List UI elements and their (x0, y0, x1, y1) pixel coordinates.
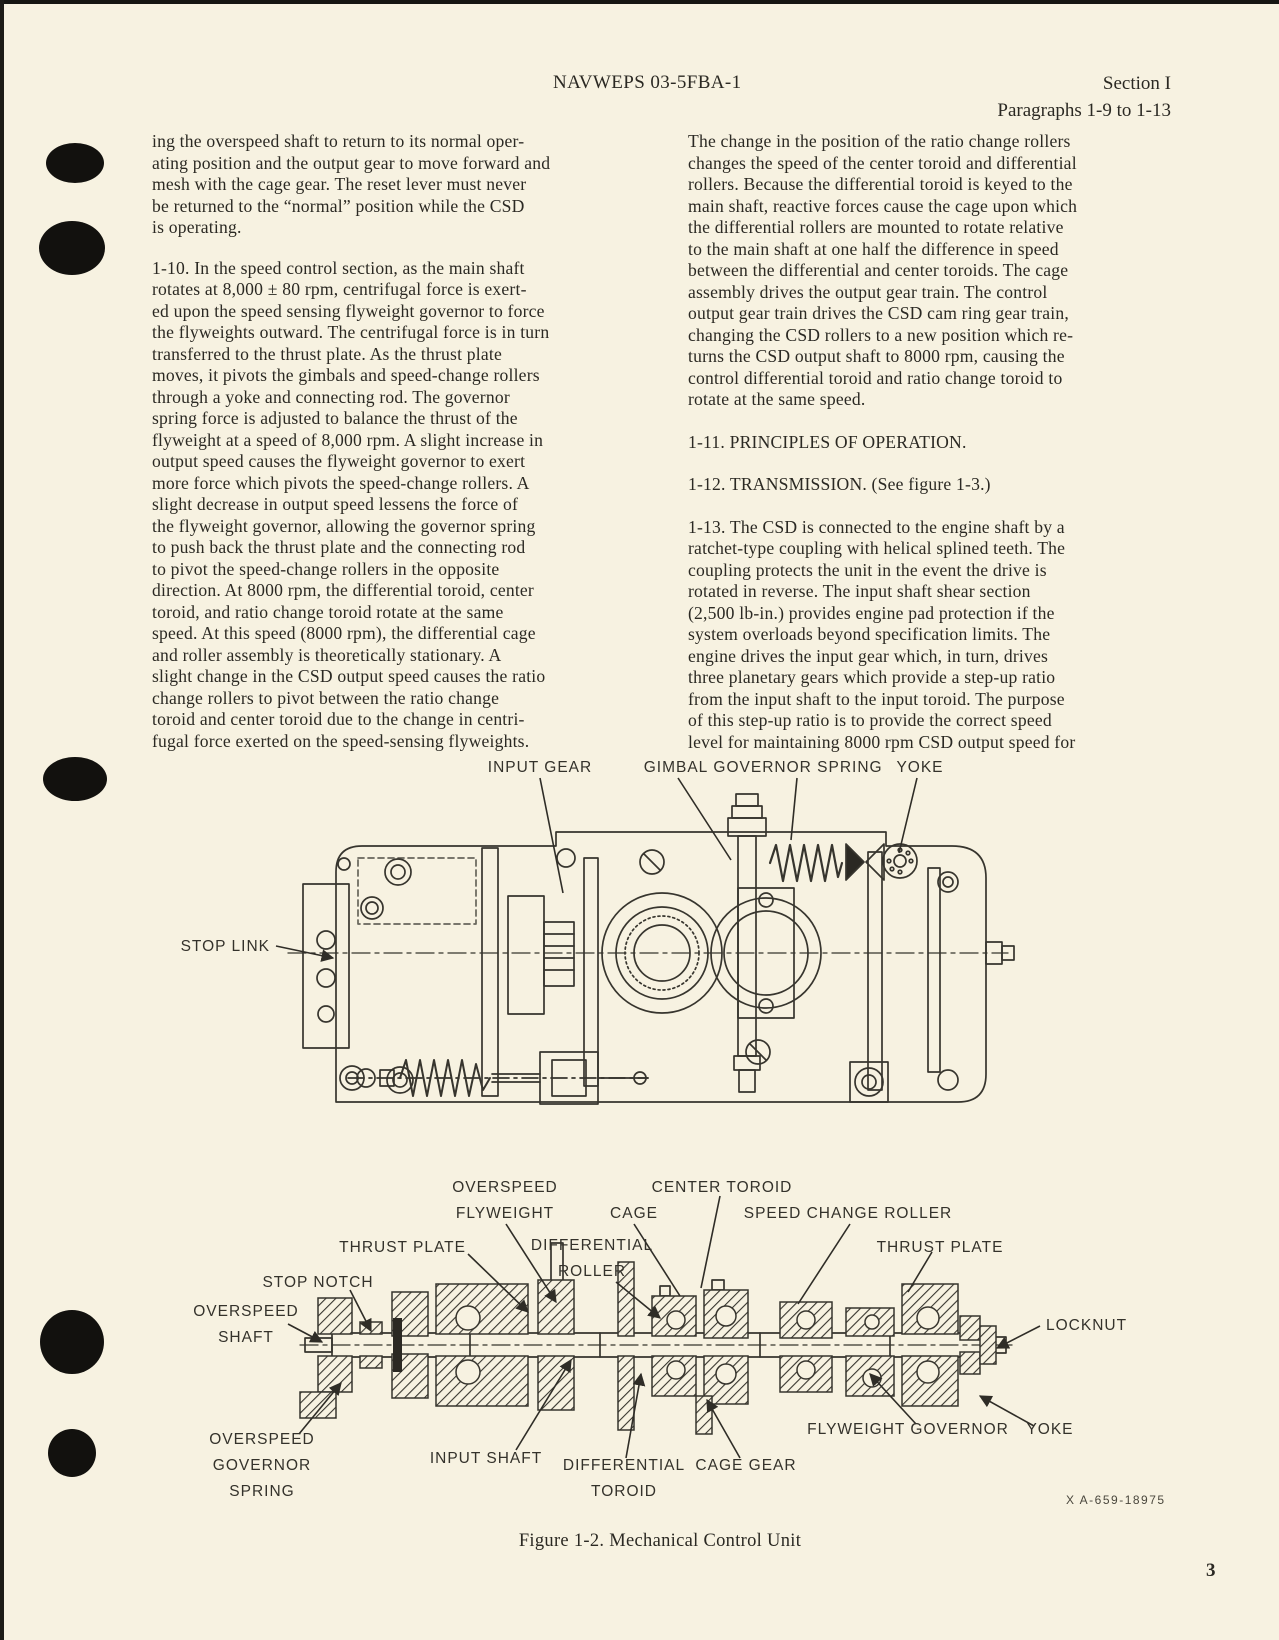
label-yoke-bottom: YOKE (1026, 1421, 1073, 1438)
label-yoke-top: YOKE (896, 759, 943, 776)
label-speed-change-roller: SPEED CHANGE ROLLER (744, 1205, 953, 1222)
label-governor-spring: GOVERNOR SPRING (713, 759, 882, 776)
figure-labels: INPUT GEAR GIMBAL GOVERNOR SPRING YOKE S… (181, 759, 1166, 1507)
figure-caption: Figure 1-2. Mechanical Control Unit (518, 1531, 802, 1551)
leader-lines (275, 777, 1041, 1459)
scan-edge-top (0, 0, 1279, 4)
upper-assembly-drawing (287, 793, 1015, 1105)
paragraph-range: Paragraphs 1-9 to 1-13 (997, 100, 1171, 121)
label-input-shaft: INPUT SHAFT (430, 1450, 542, 1467)
label-differential-roller: DIFFERENTIAL (531, 1237, 653, 1254)
label-input-gear: INPUT GEAR (488, 759, 592, 776)
label-thrust-plate-left: THRUST PLATE (339, 1239, 466, 1256)
lower-hatched-sections (299, 1261, 997, 1435)
label-gimbal: GIMBAL (644, 759, 709, 776)
label-stop-notch: STOP NOTCH (262, 1274, 373, 1291)
label-overspeed-shaft: SHAFT (218, 1329, 274, 1346)
left-column: ing the overspeed shaft to return to its… (152, 131, 664, 771)
scan-edge-left (0, 0, 4, 1640)
label-cage: CAGE (610, 1205, 658, 1222)
punch-hole (40, 1310, 104, 1374)
punch-hole (48, 1429, 96, 1477)
page-number: 3 (1206, 1560, 1216, 1581)
label-differential-toroid: DIFFERENTIAL (563, 1457, 685, 1474)
paragraph-1-13: 1-13. The CSD is connected to the engine… (688, 516, 1076, 752)
label-flyweight-governor: FLYWEIGHT GOVERNOR (807, 1421, 1009, 1438)
punch-hole (46, 143, 104, 183)
paragraph-1-10: 1-10. In the speed control section, as t… (152, 257, 550, 751)
heading-1-12: 1-12. TRANSMISSION. (See figure 1-3.) (688, 474, 991, 494)
label-overspeed-flyweight: FLYWEIGHT (456, 1205, 554, 1222)
label-overspeed-governor-spring: OVERSPEED (209, 1431, 314, 1448)
header-right: Section I Paragraphs 1-9 to 1-13 (997, 70, 1171, 124)
label-stop-link: STOP LINK (181, 938, 270, 955)
label-overspeed-shaft: OVERSPEED (193, 1303, 298, 1320)
label-differential-roller: ROLLER (558, 1263, 626, 1280)
heading-1-11: 1-11. PRINCIPLES OF OPERATION. (688, 431, 967, 452)
punch-hole (43, 757, 107, 801)
label-locknut: LOCKNUT (1046, 1317, 1127, 1334)
paragraph-continuation: ing the overspeed shaft to return to its… (152, 131, 551, 237)
punch-hole (39, 221, 105, 275)
figure-credit: X A-659-18975 (1066, 1493, 1166, 1507)
right-column: The change in the position of the ratio … (688, 131, 1188, 772)
paragraph-ratio-rollers: The change in the position of the ratio … (688, 131, 1078, 409)
label-overspeed-governor-spring: GOVERNOR (213, 1457, 311, 1474)
label-overspeed-governor-spring: SPRING (229, 1483, 294, 1500)
section-label: Section I (1102, 73, 1171, 94)
label-cage-gear: CAGE GEAR (695, 1457, 796, 1474)
label-differential-toroid: TOROID (591, 1483, 657, 1500)
label-thrust-plate-right: THRUST PLATE (877, 1239, 1004, 1256)
label-center-toroid: CENTER TOROID (652, 1179, 793, 1196)
label-overspeed-flyweight: OVERSPEED (452, 1179, 557, 1196)
doc-number: NAVWEPS 03-5FBA-1 (553, 72, 742, 93)
figure-1-2-diagram: INPUT GEAR GIMBAL GOVERNOR SPRING YOKE S… (181, 759, 1166, 1507)
